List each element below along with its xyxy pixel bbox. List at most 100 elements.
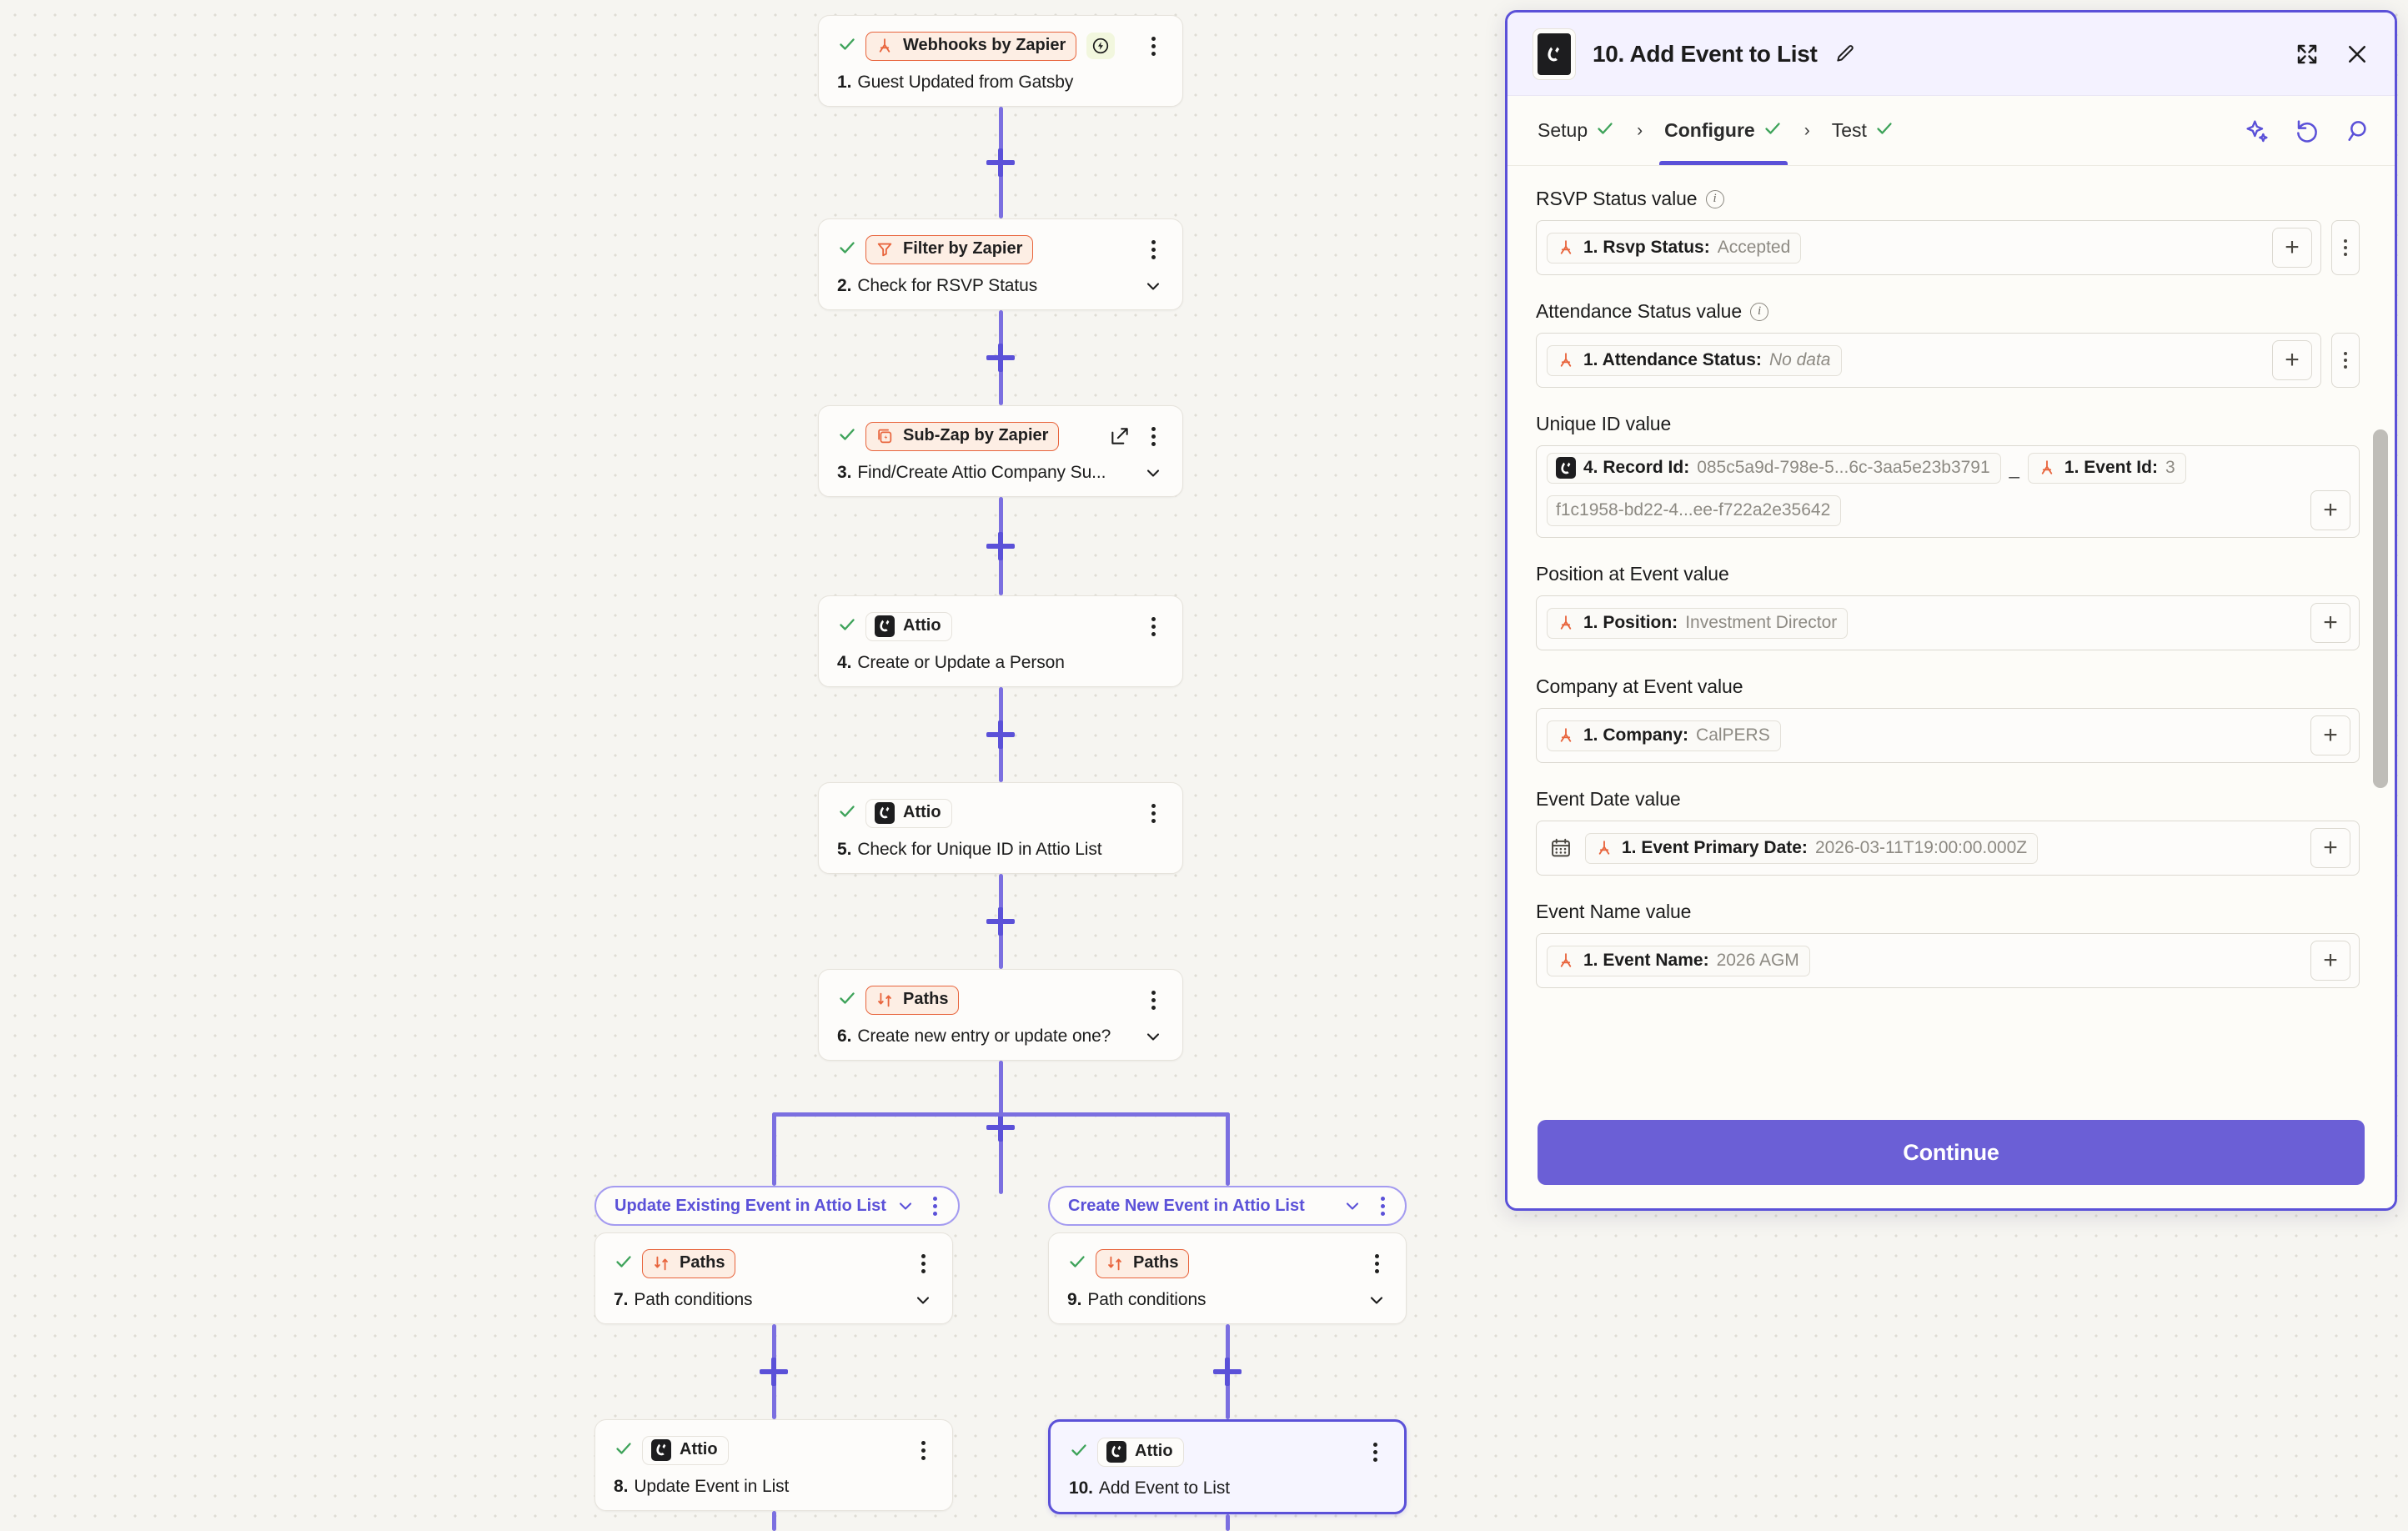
- node-menu-icon[interactable]: [1366, 1251, 1387, 1276]
- insert-data-button[interactable]: +: [2310, 828, 2350, 868]
- field-token[interactable]: f1c1958-bd22-4...ee-f722a2e35642: [1547, 494, 1842, 526]
- zapier-webhook-icon: [1556, 725, 1576, 745]
- chevron-down-icon[interactable]: [895, 1197, 916, 1214]
- field-menu-icon[interactable]: [2331, 333, 2360, 388]
- close-icon[interactable]: [2343, 40, 2371, 68]
- field-input[interactable]: 1. Position:Investment Director +: [1536, 595, 2360, 650]
- node-menu-icon[interactable]: [1142, 33, 1164, 58]
- node-menu-icon[interactable]: [1372, 1193, 1393, 1218]
- insert-data-button[interactable]: +: [2310, 941, 2350, 981]
- node-menu-icon[interactable]: [1142, 987, 1164, 1012]
- node-menu-icon[interactable]: [1142, 801, 1164, 826]
- field-token[interactable]: 1. Attendance Status:No data: [1547, 344, 1842, 376]
- field-input-row: 1. Position:Investment Director +: [1536, 595, 2360, 650]
- node-app-chip[interactable]: Attio: [865, 798, 952, 828]
- chevron-down-icon[interactable]: [1142, 278, 1164, 294]
- chevron-down-icon[interactable]: [1142, 1028, 1164, 1045]
- field-input[interactable]: 4. Record Id:085c5a9d-798e-5...6c-3aa5e2…: [1536, 445, 2360, 538]
- node-app-chip[interactable]: Paths: [865, 985, 960, 1015]
- sparkle-ai-icon[interactable]: [2243, 117, 2271, 145]
- field-token[interactable]: 1. Rsvp Status:Accepted: [1547, 232, 1802, 264]
- tab-test[interactable]: Test: [1827, 96, 1899, 165]
- node-app-chip[interactable]: Webhooks by Zapier: [865, 31, 1077, 61]
- field-token[interactable]: 1. Position:Investment Director: [1547, 607, 1849, 639]
- field-token[interactable]: 1. Event Primary Date:2026-03-11T19:00:0…: [1585, 832, 2039, 864]
- search-icon[interactable]: [2343, 117, 2371, 145]
- continue-button[interactable]: Continue: [1538, 1120, 2365, 1185]
- field-input[interactable]: 1. Event Primary Date:2026-03-11T19:00:0…: [1536, 821, 2360, 876]
- add-step-button[interactable]: [760, 1358, 788, 1386]
- open-subzap-icon[interactable]: [1107, 424, 1132, 449]
- path-branch-pill-1[interactable]: Update Existing Event in Attio List: [594, 1186, 960, 1226]
- pencil-icon[interactable]: [1834, 43, 1858, 66]
- panel-scrollbar[interactable]: [2373, 179, 2388, 1063]
- flow-node-10[interactable]: Attio 10.Add Event to List: [1048, 1419, 1407, 1514]
- scrollbar-thumb[interactable]: [2373, 429, 2388, 788]
- chevron-down-icon[interactable]: [1342, 1197, 1363, 1214]
- node-menu-icon[interactable]: [1142, 614, 1164, 639]
- field-input[interactable]: 1. Rsvp Status:Accepted +: [1536, 220, 2321, 275]
- expand-icon[interactable]: [2293, 40, 2321, 68]
- info-icon[interactable]: i: [1705, 189, 1724, 208]
- field-token[interactable]: 4. Record Id:085c5a9d-798e-5...6c-3aa5e2…: [1547, 453, 2001, 484]
- node-app-chip[interactable]: Paths: [642, 1248, 736, 1278]
- node-app-chip[interactable]: Attio: [642, 1435, 729, 1465]
- node-app-chip[interactable]: Paths: [1096, 1248, 1190, 1278]
- insert-data-button[interactable]: +: [2272, 340, 2312, 380]
- add-step-button[interactable]: [986, 1113, 1015, 1142]
- info-icon[interactable]: i: [1750, 302, 1769, 321]
- field-token[interactable]: 1. Company:CalPERS: [1547, 720, 1781, 751]
- add-step-button[interactable]: [986, 344, 1015, 372]
- node-title: 10.Add Event to List: [1069, 1478, 1386, 1498]
- tab-separator: ›: [1637, 120, 1643, 140]
- undo-icon[interactable]: [2293, 117, 2321, 145]
- add-step-button[interactable]: [986, 148, 1015, 177]
- chevron-down-icon[interactable]: [1142, 464, 1164, 481]
- node-step-label: Path conditions: [1087, 1290, 1207, 1309]
- add-step-button[interactable]: [986, 532, 1015, 560]
- node-status-check-icon: [837, 424, 855, 448]
- field-input[interactable]: 1. Attendance Status:No data +: [1536, 333, 2321, 388]
- insert-data-button[interactable]: +: [2272, 228, 2312, 268]
- node-menu-icon[interactable]: [1142, 424, 1164, 449]
- node-menu-icon[interactable]: [912, 1438, 934, 1463]
- node-app-chip[interactable]: Sub-Zap by Zapier: [865, 421, 1060, 451]
- node-app-chip[interactable]: Attio: [865, 611, 952, 641]
- insert-data-button[interactable]: +: [2310, 603, 2350, 643]
- node-menu-icon[interactable]: [925, 1193, 946, 1218]
- insert-data-button[interactable]: +: [2310, 490, 2350, 530]
- token-label: 1. Position:: [1583, 612, 1678, 632]
- path-branch-pill-2[interactable]: Create New Event in Attio List: [1048, 1186, 1407, 1226]
- node-app-chip[interactable]: Attio: [1097, 1437, 1184, 1467]
- insert-data-button[interactable]: +: [2310, 715, 2350, 755]
- field-input[interactable]: 1. Company:CalPERS +: [1536, 708, 2360, 763]
- field-token[interactable]: 1. Event Id:3: [2027, 453, 2186, 484]
- node-menu-icon[interactable]: [912, 1251, 934, 1276]
- chevron-down-icon[interactable]: [912, 1292, 934, 1308]
- add-step-button[interactable]: [986, 720, 1015, 749]
- node-menu-icon[interactable]: [1142, 237, 1164, 262]
- field-token[interactable]: 1. Event Name:2026 AGM: [1547, 945, 1810, 976]
- add-step-button[interactable]: [986, 907, 1015, 936]
- node-menu-icon[interactable]: [1364, 1439, 1386, 1464]
- field-menu-icon[interactable]: [2331, 220, 2360, 275]
- field-input[interactable]: 1. Event Name:2026 AGM +: [1536, 933, 2360, 988]
- tab-configure[interactable]: Configure: [1659, 96, 1788, 165]
- tab-setup[interactable]: Setup: [1533, 96, 1620, 165]
- chevron-down-icon[interactable]: [1366, 1292, 1387, 1308]
- add-step-button[interactable]: [1213, 1358, 1242, 1386]
- node-app-chip[interactable]: Filter by Zapier: [865, 234, 1034, 264]
